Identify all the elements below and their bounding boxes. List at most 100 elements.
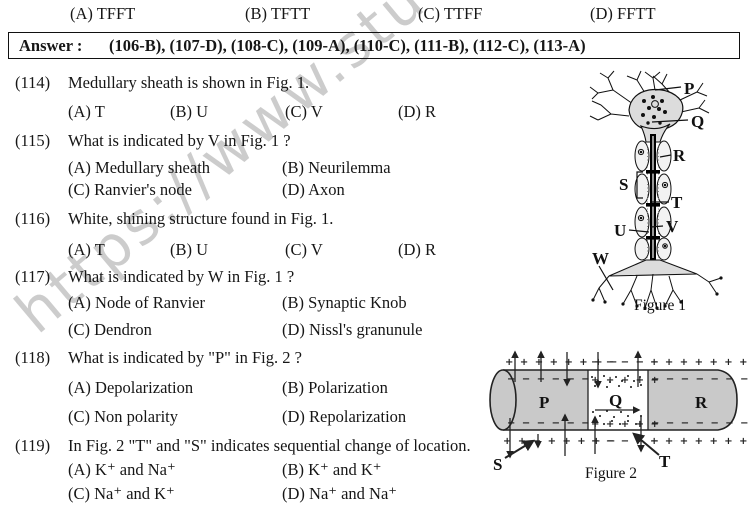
question-114-options: (A) T (B) U (C) V (D) R (0, 102, 750, 124)
figure1-label-w: W (592, 249, 609, 268)
q118-option-c: (C) Non polarity (68, 407, 178, 426)
q116-option-a: (A) T (68, 240, 105, 259)
q118-option-d: (D) Repolarization (282, 407, 407, 426)
question-118-options-row2: (C) Non polarity (D) Repolarization (0, 407, 750, 429)
figure1-pointer-lines (598, 86, 689, 291)
figure1-label-t: T (671, 193, 683, 212)
question-116-options: (A) T (B) U (C) V (D) R (0, 240, 750, 262)
question-114-number: (114) (15, 73, 51, 92)
question-115-number: (115) (15, 131, 51, 150)
figure2-label-t: T (659, 452, 671, 471)
q117-option-c: (C) Dendron (68, 320, 152, 339)
q116-option-c: (C) V (285, 240, 323, 259)
q119-option-c: (C) Na⁺ and K⁺ (68, 484, 175, 503)
answer-values: (106-B), (107-D), (108-C), (109-A), (110… (109, 36, 586, 55)
t-pointer-line (632, 432, 660, 456)
figure1-caption: Figure 1 (634, 297, 686, 314)
question-119-number: (119) (15, 436, 51, 455)
q117-option-a: (A) Node of Ranvier (68, 293, 205, 312)
q114-option-a: (A) T (68, 102, 105, 121)
q119-option-d: (D) Na⁺ and Na⁺ (282, 484, 398, 503)
region-p-polarized (503, 370, 588, 430)
terminal-knobs (591, 276, 723, 310)
question-118-number: (118) (15, 348, 51, 367)
figure1-label-u: U (614, 221, 626, 240)
q116-option-b: (B) U (170, 240, 209, 259)
figure-1-neuron-illustration: P Q R S T U V W Figure 1 (589, 70, 723, 314)
figure2-label-q: Q (609, 391, 622, 410)
q116-option-d: (D) R (398, 240, 437, 259)
nodes-of-ranvier (646, 170, 660, 240)
q114-option-b: (B) U (170, 102, 209, 121)
charges-bottom-outer-q: − − − − − (591, 436, 660, 447)
q119-option-b: (B) K⁺ and K⁺ (282, 460, 382, 479)
question-115: (115) What is indicated by V in Fig. 1 ? (0, 131, 750, 153)
nissl-granules (641, 95, 667, 125)
figure2-caption: Figure 2 (585, 465, 637, 482)
question-119-options-row2: (C) Na⁺ and K⁺ (D) Na⁺ and Na⁺ (0, 484, 750, 506)
region-r-polarized (648, 370, 737, 430)
q114-option-d: (D) R (398, 102, 437, 121)
charges-top-outer-q: − − − − − (591, 357, 660, 368)
q117-option-b: (B) Synaptic Knob (282, 293, 407, 312)
q118-option-b: (B) Polarization (282, 378, 388, 397)
axon-hillock (639, 123, 671, 143)
charges-top-outer-p: + + + + + + + − (505, 357, 619, 368)
figure1-label-p: P (684, 79, 694, 98)
charges-top-inner-q: + + + + + (591, 375, 660, 386)
q118-option-a: (A) Depolarization (68, 378, 194, 397)
q115-option-d: (D) Axon (282, 180, 345, 199)
question-116: (116) White, shining structure found in … (0, 209, 750, 231)
terminal-flare (608, 259, 698, 277)
figure1-label-s: S (619, 175, 628, 194)
question-118-options-row1: (A) Depolarization (B) Polarization (0, 378, 750, 400)
dendrites (589, 70, 710, 121)
charges-bottom-inner-r: − − − − − − − (651, 418, 750, 429)
question-117-options-row1: (A) Node of Ranvier (B) Synaptic Knob (0, 293, 750, 315)
q115-option-a: (A) Medullary sheath (68, 158, 211, 177)
q117-option-d: (D) Nissl's granunule (282, 320, 423, 339)
figure1-label-r: R (673, 146, 686, 165)
q119-option-a: (A) K⁺ and Na⁺ (68, 460, 176, 479)
charges-bottom-outer-r: + + + + + + + + (650, 436, 750, 447)
q114-option-c: (C) V (285, 102, 323, 121)
question-118-text: What is indicated by "P" in Fig. 2 ? (68, 348, 302, 367)
question-118: (118) What is indicated by "P" in Fig. 2… (0, 348, 750, 370)
question-119-options-row1: (A) K⁺ and Na⁺ (B) K⁺ and K⁺ (0, 460, 750, 482)
figure-2-axon-illustration: + + + + + + + − − − − − − + + + + + + + … (489, 350, 750, 482)
myelin-sheath (634, 140, 672, 261)
top-option-a: (A) TFFT (70, 4, 136, 23)
figure2-label-p: P (539, 393, 549, 412)
top-option-c: (C) TTFF (418, 4, 483, 23)
figure2-label-r: R (695, 393, 708, 412)
charges-top-inner-r: − − − − − − − (651, 374, 750, 385)
s-pointer-line (504, 439, 536, 459)
figure1-label-v: V (666, 217, 679, 236)
charges-top-inner-p: − − − − − − (507, 374, 591, 385)
figure2-label-s: S (493, 455, 502, 474)
top-option-d: (D) FFTT (590, 4, 656, 23)
question-119-text: In Fig. 2 "T" and "S" indicates sequenti… (68, 436, 471, 455)
membrane-outline (503, 369, 738, 431)
terminal-branches (592, 273, 722, 309)
answer-label: Answer : (19, 36, 83, 55)
question-117: (117) What is indicated by W in Fig. 1 ? (0, 267, 750, 289)
question-116-text: White, shining structure found in Fig. 1… (68, 209, 334, 228)
nucleus (651, 100, 659, 108)
question-117-text: What is indicated by W in Fig. 1 ? (68, 267, 295, 286)
q115-option-b: (B) Neurilemma (282, 158, 391, 177)
question-114-text: Medullary sheath is shown in Fig. 1. (68, 73, 310, 92)
figure1-label-q: Q (691, 112, 704, 131)
cell-body (628, 88, 684, 132)
q115-option-c: (C) Ranvier's node (68, 180, 192, 199)
question-119: (119) In Fig. 2 "T" and "S" indicates se… (0, 436, 750, 458)
charges-top-outer-r: + + + + + + + + + (650, 357, 750, 368)
charges-bottom-inner-p: − − − − − − (507, 418, 591, 429)
question-115-options-row2: (C) Ranvier's node (D) Axon (0, 180, 750, 202)
question-115-options-row1: (A) Medullary sheath (B) Neurilemma (0, 158, 750, 180)
charges-bottom-outer-p: + + − + + + + − (503, 436, 617, 447)
top-options-row: (A) TFFT (B) TFTT (C) TTFF (D) FFTT (0, 4, 750, 26)
question-117-options-row2: (C) Dendron (D) Nissl's granunule (0, 320, 750, 342)
question-115-text: What is indicated by V in Fig. 1 ? (68, 131, 291, 150)
